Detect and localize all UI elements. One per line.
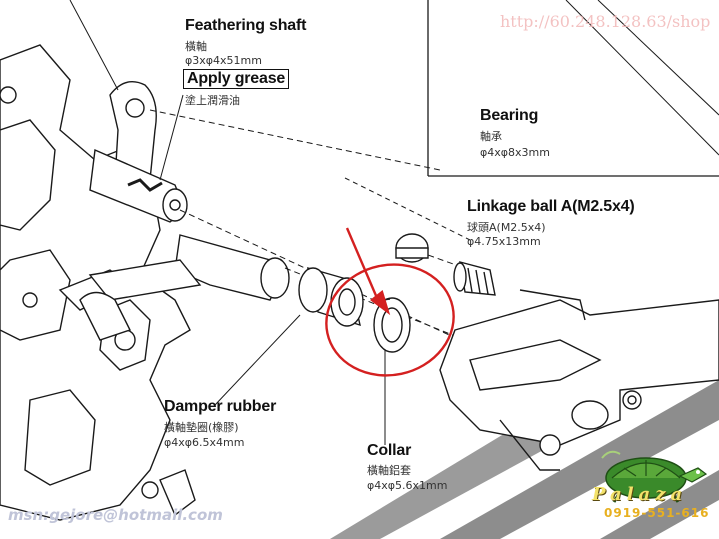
damper-rubber-title: Damper rubber [164,398,277,415]
collar-spec: φ4xφ5.6x1mm [367,479,448,492]
feathering-shaft-spec: φ3xφ4x51mm [185,54,262,67]
watermark-email: msn:gejore@hotmail.com [8,506,223,524]
damper-rubber-spec: φ4xφ6.5x4mm [164,436,245,449]
palaza-logo-icon [601,450,708,503]
linkage-ball-spec: φ4.75x13mm [467,235,541,248]
damper-rubber-cn: 橫軸墊圈(橡膠) [164,421,239,434]
feathering-arm [89,81,188,223]
feathering-shaft-title: Feathering shaft [185,17,307,34]
leader-lines [69,0,471,445]
pitch-link [79,234,290,341]
palaza-logo-text: Palaza [592,484,688,505]
bearing-cn: 軸承 [480,130,502,143]
collar-highlight [325,227,455,377]
linkage-ball-title: Linkage ball A(M2.5x4) [467,198,635,215]
apply-grease-cn: 塗上潤滑油 [185,94,240,107]
bearing-spec: φ4xφ8x3mm [480,146,550,159]
linkage-ball-cn: 球頭A(M2.5x4) [467,221,546,234]
feathering-shaft-cn: 橫軸 [185,40,207,53]
watermark-url: http://60.248.128.63/shop [500,12,711,31]
linkage-ball-part [395,233,496,296]
collar-title: Collar [367,442,412,459]
apply-grease-title: Apply grease [183,69,290,89]
bearing-inset-box [427,0,719,177]
palaza-phone: 0919-551-616 [604,506,710,520]
blade-grip [439,289,719,471]
collar-cn: 橫軸鋁套 [367,464,411,477]
bearing-title: Bearing [480,107,539,124]
collar-part [373,297,411,353]
